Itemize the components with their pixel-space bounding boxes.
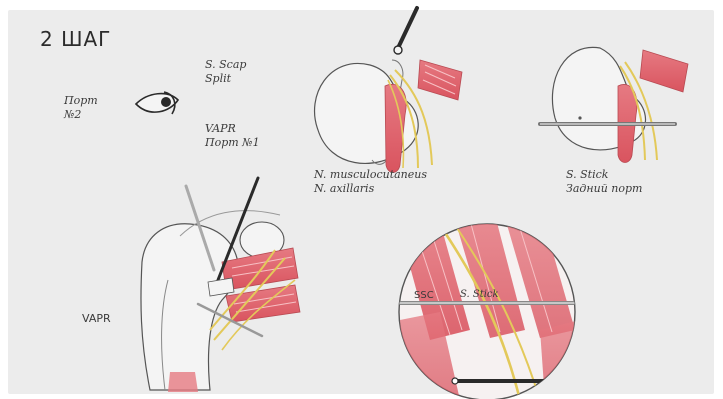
label-stick-line2: Задний порт — [566, 182, 642, 195]
scope-instrument-top — [398, 8, 417, 48]
label-scap-split-line1: S. Scap — [205, 58, 246, 71]
scene-top-right — [540, 47, 688, 162]
label-stick-line1: S. Stick — [566, 168, 608, 181]
label-vapr-port-line1: VAPR — [205, 122, 236, 135]
label-vapr-port-line2: Порт №1 — [205, 136, 260, 149]
scene-top-center — [315, 8, 462, 173]
label-s-stick-zoom: S. Stick — [460, 288, 499, 301]
label-nerves-line2: N. axillaris — [314, 182, 374, 195]
label-scap-split-line2: Split — [205, 72, 231, 85]
label-port-2-line2: №2 — [64, 108, 81, 121]
label-ssc: SSC — [414, 289, 434, 302]
zoom-circle — [396, 215, 590, 399]
eye-icon — [136, 92, 178, 114]
label-vapr-bottom: VAPR — [82, 312, 111, 325]
scene-bottom-left — [141, 178, 300, 392]
label-nerves-line1: N. musculocutaneus — [314, 168, 427, 181]
step-title: 2 ШАГ — [40, 27, 111, 51]
label-port-2-line1: Порт — [64, 94, 98, 107]
